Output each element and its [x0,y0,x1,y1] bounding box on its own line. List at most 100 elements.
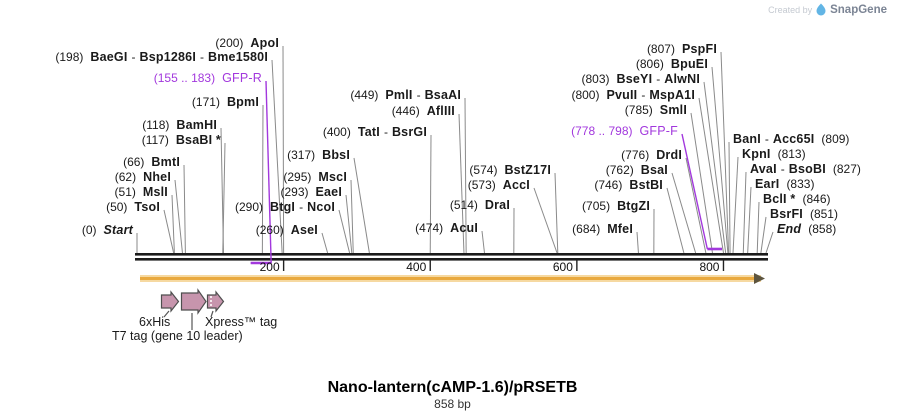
snapgene-logo-icon [816,3,826,16]
ruler-tick-label-800: 800 [699,260,720,274]
leader-line-BclI [756,201,760,254]
leader-line-PvuII [698,97,724,254]
leader-line-KpnI [732,156,739,254]
feature-label-Xpresstag: Xpress™ tag [205,315,278,329]
leader-line-BbsI [353,157,370,254]
site-label-KpnI: KpnI(813) [742,147,806,161]
leader-line-SmlI [690,112,713,254]
feature-arrow-6xHis [160,290,180,313]
site-label-NheI: (62)NheI [114,170,171,184]
sequence-bar-bottom [135,258,768,261]
site-label-BbsI: (317)BbsI [287,148,350,162]
site-label-BamHI: (118)BamHI [142,118,217,132]
site-label-BsaBI: (117)BsaBI * [141,133,221,147]
leader-line-AflIII [458,113,465,254]
leader-line-AseI [321,232,329,254]
map-title: Nano-lantern(cAMP-1.6)/pRSETB [327,379,578,396]
sequence-bar-top [135,253,768,256]
leader-line-EaeI [345,194,353,254]
leader-line-BstBI [666,187,685,254]
leader-line-BpmI [261,104,264,254]
leader-line-TsoI [163,209,175,254]
site-label-TsoI: (50)TsoI [106,200,160,214]
ruler-arrow-head [754,273,765,284]
site-label-BpuEI: (806)BpuEI [635,57,708,71]
site-label-BmtI: (66)BmtI [123,155,180,169]
site-label-DraI: (514)DraI [449,198,510,212]
site-label-PmlI: (449)PmlI-BsaAI [350,88,461,102]
leader-line-BtgI [338,209,351,254]
leader-line-BanI [728,141,731,254]
leader-line-AccI [533,187,558,254]
leader-line-BaeGI [271,59,283,254]
feature-label-T7taggene10leader: T7 tag (gene 10 leader) [112,329,243,343]
site-label-AflIII: (446)AflIII [391,104,455,118]
snapgene-brand-text: SnapGene [830,3,887,16]
leader-line-End [765,231,774,254]
leader-line-PspFI [720,51,730,254]
site-label-BstBI: (746)BstBI [594,178,663,192]
site-label-BtgZI: (705)BtgZI [582,199,650,213]
leader-line-BmtI [183,164,186,254]
watermark: Created by SnapGene [768,3,887,16]
created-by-text: Created by [768,4,813,15]
leader-line-DrdI [685,157,707,254]
site-label-BclI: BclI *(846) [763,192,831,206]
leader-line-MscI [350,179,354,254]
site-label-BpmI: (171)BpmI [191,95,259,109]
site-label-AvaI: AvaI-BsoBI(827) [750,162,861,176]
leader-line-AcuI [481,230,485,254]
leader-line-BsaI [671,172,697,254]
site-label-AccI: (573)AccI [467,178,530,192]
leader-line-BsrFI [760,216,767,254]
leader-line-PmlI [464,97,467,254]
site-label-SmlI: (785)SmlI [624,103,687,117]
leader-line-AvaI [742,171,747,254]
leader-line-BsaBI [222,142,226,254]
leader-line-BstZ17I [554,172,559,254]
primer-leader-GFP-F [681,133,709,250]
feature-label-6xHis: 6xHis [139,315,171,329]
site-label-MslI: (51)MslI [114,185,168,199]
site-label-BaeGI: (198)BaeGI-Bsp1286I-Bme1580I [55,50,268,64]
leader-line-BpuEI [711,66,729,254]
leader-line-EarI [747,186,752,254]
site-label-End: End(858) [777,222,837,236]
ruler-tick-label-400: 400 [406,260,427,274]
site-label-EarI: EarI(833) [755,177,815,191]
site-label-DrdI: (776)DrdI [621,148,682,162]
map-length: 858 bp [434,397,471,411]
site-label-AseI: (260)AseI [255,223,318,237]
site-label-EaeI: (293)EaeI [280,185,342,199]
primer-label-GFP-R: (155 .. 183)GFP-R [153,71,262,85]
site-label-AcuI: (474)AcuI [415,221,478,235]
ruler-tick-label-600: 600 [552,260,573,274]
feature-arrow-T7taggene10leader [180,288,207,315]
feature-arrow-Xpresstag [206,290,225,313]
site-label-ApoI: (200)ApoI [215,36,279,50]
leader-line-NheI [174,179,183,254]
site-label-Start: (0)Start [81,223,133,237]
site-label-BtgI: (290)BtgI-NcoI [234,200,335,214]
site-label-BsaI: (762)BsaI [605,163,668,177]
primer-leader-GFP-R [265,80,272,264]
leader-line-BseYI [703,81,727,254]
leader-line-ApoI [282,45,285,254]
site-label-MscI: (295)MscI [283,170,347,184]
site-label-BanI: BanI-Acc65I(809) [733,132,850,146]
feature-leader-6xHis [163,310,170,318]
feature-leader-Xpresstag [210,310,214,318]
leader-line-TatI [429,134,432,254]
site-label-BsrFI: BsrFI(851) [770,207,838,221]
site-label-TatI: (400)TatI-BsrGI [322,125,427,139]
site-label-PvuII: (800)PvuII-MspA1I [571,88,695,102]
primer-label-GFP-F: (778 .. 798)GFP-F [571,124,678,138]
leader-line-MfeI [636,231,639,254]
site-label-PspFI: (807)PspFI [646,42,717,56]
site-label-BstZ17I: (574)BstZ17I [469,163,551,177]
leader-line-MslI [171,194,175,254]
site-label-MfeI: (684)MfeI [572,222,633,236]
ruler-tick-label-200: 200 [259,260,280,274]
